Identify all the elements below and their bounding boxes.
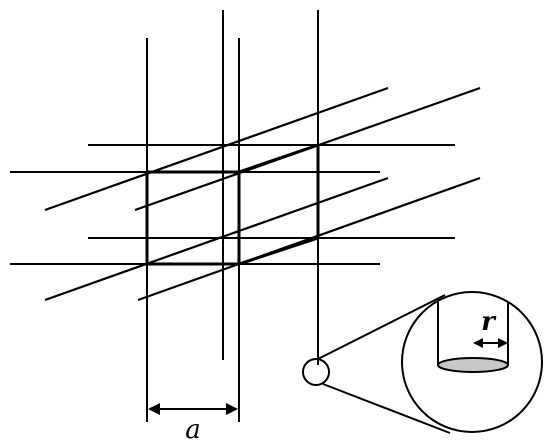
magnifier-ray-top [317, 294, 446, 360]
wire-radius-label: r [481, 307, 497, 337]
horizontal-wires [10, 144, 455, 265]
diagonal-wires [44, 86, 481, 302]
radius-arrowhead-left [473, 338, 483, 348]
arrowhead-left [148, 403, 160, 415]
magnified-view-circle [401, 291, 543, 433]
unit-cell-edge [238, 236, 319, 266]
radius-arrowhead-right [498, 338, 508, 348]
unit-cell [145, 143, 320, 266]
diagonal-wire [44, 86, 389, 212]
magnifier-ray-bottom [322, 383, 451, 434]
vertical-wires [146, 10, 319, 422]
lattice-constant-label: a [185, 415, 201, 445]
lattice-constant-dimension [148, 403, 238, 415]
unit-cell-edge [238, 143, 319, 174]
diagonal-wire [44, 176, 389, 302]
diagonal-wire [137, 176, 481, 302]
arrowhead-right [226, 403, 238, 415]
wire-radius-dimension [473, 338, 508, 348]
wire-focus-circle [302, 358, 330, 386]
magnifier [302, 291, 543, 434]
wire-end-face [437, 357, 509, 373]
wire-cross-section [437, 302, 509, 373]
